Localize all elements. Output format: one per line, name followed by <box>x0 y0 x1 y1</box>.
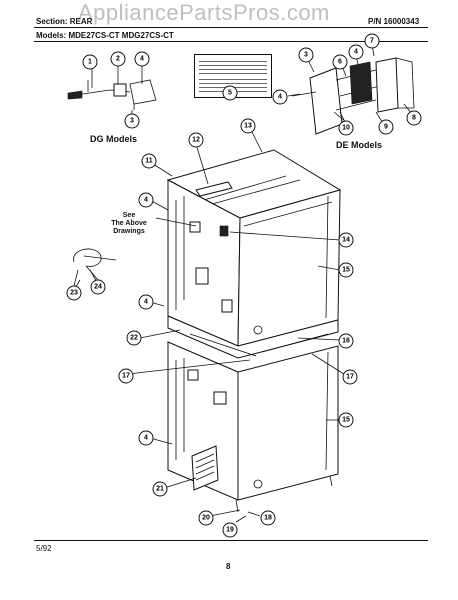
de-models-label: DE Models <box>336 140 383 150</box>
callout-3b: 3 <box>298 47 314 63</box>
svg-text:16: 16 <box>342 338 350 345</box>
svg-text:19: 19 <box>226 527 234 534</box>
svg-text:15: 15 <box>342 267 350 274</box>
header-rule-bottom <box>34 41 428 42</box>
svg-text:4: 4 <box>144 299 148 306</box>
callout-6: 6 <box>332 54 348 70</box>
callout-12: 12 <box>188 132 204 148</box>
svg-text:5: 5 <box>228 90 232 97</box>
svg-text:11: 11 <box>145 158 153 165</box>
svg-text:4: 4 <box>144 435 148 442</box>
svg-text:2: 2 <box>116 56 120 63</box>
callout-4b: 4 <box>348 44 364 60</box>
callout-9: 9 <box>378 119 394 135</box>
svg-text:12: 12 <box>192 137 200 144</box>
dg-models-label: DG Models <box>90 134 138 144</box>
svg-text:22: 22 <box>130 335 138 342</box>
callout-17a: 17 <box>118 368 134 384</box>
callout-17b: 17 <box>342 369 358 385</box>
svg-text:7: 7 <box>370 38 374 45</box>
svg-text:17: 17 <box>122 373 130 380</box>
callout-21: 21 <box>152 481 168 497</box>
callout-20: 20 <box>198 510 214 526</box>
callout-22: 22 <box>126 330 142 346</box>
part-number: P/N 16000343 <box>368 17 420 26</box>
svg-text:13: 13 <box>244 123 252 130</box>
section-label: Section: REAR <box>36 17 93 26</box>
callout-4c: 4 <box>272 89 288 105</box>
callout-15b: 15 <box>338 412 354 428</box>
svg-text:23: 23 <box>70 290 78 297</box>
svg-text:17: 17 <box>346 374 354 381</box>
callout-3a: 3 <box>124 113 140 129</box>
svg-text:10: 10 <box>342 125 350 132</box>
callout-5: 5 <box>222 85 238 101</box>
callout-15a: 15 <box>338 262 354 278</box>
callout-4a: 4 <box>134 51 150 67</box>
svg-text:20: 20 <box>202 515 210 522</box>
svg-text:6: 6 <box>338 59 342 66</box>
footer-rule <box>34 540 428 541</box>
models-label: Models: MDE27CS-CT MDG27CS-CT <box>36 31 174 40</box>
svg-text:15: 15 <box>342 417 350 424</box>
svg-text:3: 3 <box>130 118 134 125</box>
svg-text:9: 9 <box>384 124 388 131</box>
svg-text:4: 4 <box>278 94 282 101</box>
callout-19: 19 <box>222 522 238 538</box>
callout-4f: 4 <box>138 430 154 446</box>
svg-text:18: 18 <box>264 515 272 522</box>
svg-text:24: 24 <box>94 284 102 291</box>
svg-text:3: 3 <box>304 52 308 59</box>
svg-text:4: 4 <box>144 197 148 204</box>
header-rule-top <box>34 27 428 28</box>
callout-1: 1 <box>82 54 98 70</box>
page-number: 8 <box>226 562 231 571</box>
callout-13: 13 <box>240 118 256 134</box>
svg-text:4: 4 <box>140 56 144 63</box>
svg-text:14: 14 <box>342 237 350 244</box>
callout-24: 24 <box>90 279 106 295</box>
watermark: AppliancePartsPros.com <box>78 0 330 25</box>
callout-14: 14 <box>338 232 354 248</box>
svg-text:21: 21 <box>156 486 164 493</box>
revision-date: 5/92 <box>36 544 52 553</box>
callout-7: 7 <box>364 33 380 49</box>
callout-2: 2 <box>110 51 126 67</box>
svg-text:1: 1 <box>88 59 92 66</box>
callout-10: 10 <box>338 120 354 136</box>
callout-23: 23 <box>66 285 82 301</box>
callout-4d: 4 <box>138 192 154 208</box>
see-above-note: See The Above Drawings <box>111 212 147 235</box>
callout-11: 11 <box>141 153 157 169</box>
callout-18: 18 <box>260 510 276 526</box>
svg-text:4: 4 <box>354 49 358 56</box>
svg-text:8: 8 <box>412 115 416 122</box>
callout-8: 8 <box>406 110 422 126</box>
callout-16: 16 <box>338 333 354 349</box>
callout-4e: 4 <box>138 294 154 310</box>
